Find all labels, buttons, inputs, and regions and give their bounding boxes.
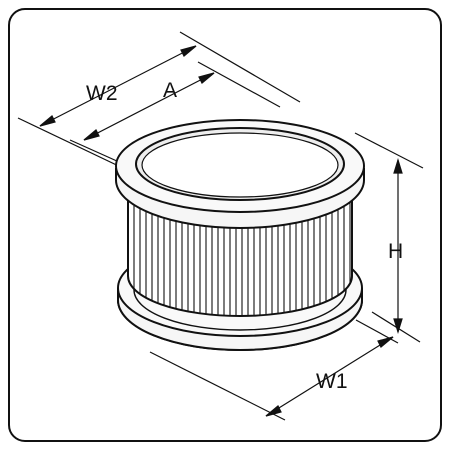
w1-extension-left <box>149 351 286 421</box>
dimension-lines <box>17 31 424 421</box>
h-arrow-top <box>393 157 403 174</box>
a-arrow-right <box>198 72 215 84</box>
label-w1: W1 <box>316 370 348 393</box>
h-extension-top <box>354 132 424 169</box>
top-cap-opening <box>141 132 339 198</box>
w2-dimension-line <box>39 45 197 127</box>
w1-arrow-left <box>265 405 282 417</box>
w1-dimension-line <box>265 336 394 417</box>
a-extension-right <box>197 61 281 108</box>
a-dimension-line <box>83 72 215 141</box>
h-arrow-bottom <box>393 318 403 335</box>
w2-extension-left <box>17 117 128 171</box>
filter-cartridge <box>115 119 365 351</box>
w2-arrow-right <box>180 45 197 57</box>
w2-extension-right <box>179 31 301 103</box>
label-w2: W2 <box>86 82 118 105</box>
w1-arrow-right <box>377 336 394 348</box>
w2-arrow-left <box>39 115 56 127</box>
label-h: H <box>388 240 403 263</box>
label-a: A <box>163 79 177 102</box>
a-arrow-left <box>83 129 100 141</box>
